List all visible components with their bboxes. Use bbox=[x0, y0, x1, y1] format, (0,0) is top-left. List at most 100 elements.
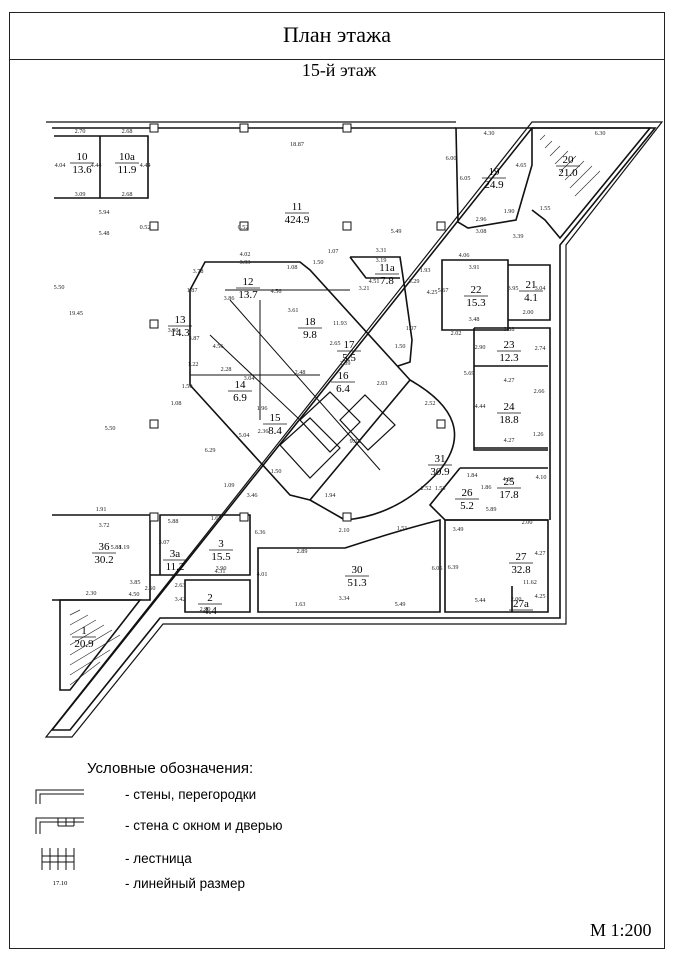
room-area: 15.5 bbox=[211, 551, 231, 563]
dimension-label: 2.30 bbox=[86, 590, 97, 597]
dimension-label: 3.08 bbox=[476, 228, 487, 235]
room-number: 26 bbox=[462, 487, 474, 499]
room-number: 22 bbox=[471, 284, 482, 296]
stair-symbol bbox=[41, 848, 75, 870]
room-area: 13.7 bbox=[238, 289, 258, 301]
dimension-label: 1.43 bbox=[0, 0, 5, 2]
room-label: 166.4 bbox=[331, 370, 355, 395]
dimension-label: 5.94 bbox=[99, 209, 110, 216]
dimension-label: 5.67 bbox=[438, 287, 449, 294]
dimension-label: 3.04 bbox=[535, 285, 546, 292]
room-area: 24.9 bbox=[484, 179, 504, 191]
wall-symbol bbox=[35, 789, 84, 804]
room-area: 51.3 bbox=[347, 577, 367, 589]
legend-item-window-door: - стена с окном и дверью bbox=[125, 818, 283, 833]
dimension-label: 4.04 bbox=[55, 162, 66, 169]
room-area: 6.9 bbox=[233, 392, 247, 404]
dimension-label: 3.91 bbox=[469, 264, 480, 271]
room-number: 11 bbox=[292, 201, 303, 213]
dimension-label: 1.26 bbox=[533, 431, 544, 438]
dimension-label: 3.39 bbox=[513, 233, 524, 240]
room-label: 265.2 bbox=[455, 487, 479, 512]
dimension-label: 6.05 bbox=[432, 565, 443, 572]
dimension-label: 6.29 bbox=[205, 447, 216, 454]
dimension-label: 3.49 bbox=[453, 526, 464, 533]
dimension-label: 9.02 bbox=[350, 438, 361, 445]
room-number: 14 bbox=[235, 379, 247, 391]
room-label: 24.4 bbox=[198, 592, 222, 617]
room-area: 11.9 bbox=[118, 164, 137, 176]
dimension-label: 1.84 bbox=[467, 472, 478, 479]
dimension-label: 1.50 bbox=[271, 468, 282, 475]
room-number: 16 bbox=[338, 370, 350, 382]
room-number: 10а bbox=[119, 151, 135, 163]
dimension-label: 4.01 bbox=[257, 571, 268, 578]
dimension-label: 2.68 bbox=[122, 191, 133, 198]
dimension-label: 5.89 bbox=[486, 506, 497, 513]
dimension-label: 5.50 bbox=[54, 284, 65, 291]
room-area: 20.9 bbox=[74, 638, 94, 650]
dimension-label: 3.90 bbox=[216, 565, 227, 572]
room-label: 146.9 bbox=[228, 379, 252, 404]
room-area: 15.3 bbox=[466, 297, 486, 309]
dimension-label: 1.07 bbox=[328, 248, 339, 255]
room-area: 21.0 bbox=[558, 167, 578, 179]
dimension-label: 6.30 bbox=[595, 130, 606, 137]
dimension-label: 3.04 bbox=[244, 375, 255, 382]
dimension-label: 3.19 bbox=[376, 257, 387, 264]
dimension-label: 1.08 bbox=[287, 264, 298, 271]
room-label: 175.5 bbox=[337, 339, 361, 364]
dimension-label: 3.09 bbox=[75, 191, 86, 198]
dimension-label: 1.87 bbox=[187, 287, 198, 294]
dimension-label: 4.65 bbox=[516, 162, 527, 169]
scale-label: М 1:200 bbox=[590, 920, 652, 940]
dimension-label: 2.90 bbox=[200, 606, 211, 613]
dimension-label: 6.05 bbox=[460, 175, 471, 182]
dimension-label: 4.31 bbox=[215, 568, 226, 575]
dimension-label: 4.44 bbox=[91, 162, 102, 169]
dimension-label: 2.48 bbox=[295, 369, 306, 376]
dimension-label: 1.50 bbox=[182, 383, 193, 390]
room-area: 32.8 bbox=[511, 564, 531, 576]
dimension-label: 4.27 bbox=[535, 550, 546, 557]
room-area: 17.8 bbox=[499, 489, 519, 501]
dimension-label: 3.87 bbox=[189, 335, 200, 342]
room-number: 2 bbox=[207, 592, 213, 604]
dimension-label: 2.36 bbox=[258, 428, 269, 435]
dimension-label: 1.50 bbox=[313, 259, 324, 266]
room-number: 17 bbox=[344, 339, 356, 351]
dimension-label: 5.44 bbox=[475, 597, 486, 604]
dimension-label: 1.53 bbox=[435, 485, 446, 492]
room-number: 23 bbox=[504, 339, 516, 351]
room-number: 13 bbox=[175, 314, 187, 326]
dimension-label: 4.02 bbox=[240, 251, 251, 258]
dimension-label: 5.88 bbox=[111, 544, 122, 551]
dimension-label: 2.09 bbox=[340, 360, 351, 367]
room-number: 36 bbox=[99, 541, 111, 553]
dimension-label: 1.52 bbox=[0, 0, 5, 2]
dimension-label: 1.51 bbox=[397, 525, 408, 532]
room-area: 4.1 bbox=[524, 292, 538, 304]
room-area: 424.9 bbox=[285, 214, 310, 226]
dimension-label: 4.60 bbox=[503, 476, 514, 483]
room-number: 1 bbox=[81, 625, 87, 637]
dimension-label: 2.28 bbox=[221, 366, 232, 373]
dimension-label: 2.89 bbox=[297, 548, 308, 555]
dimension-label: 0.52 bbox=[140, 224, 151, 231]
dimension-label: 6.39 bbox=[448, 564, 459, 571]
legend-item-dimension: - линейный размер bbox=[125, 876, 245, 891]
room-area: 13.6 bbox=[72, 164, 92, 176]
